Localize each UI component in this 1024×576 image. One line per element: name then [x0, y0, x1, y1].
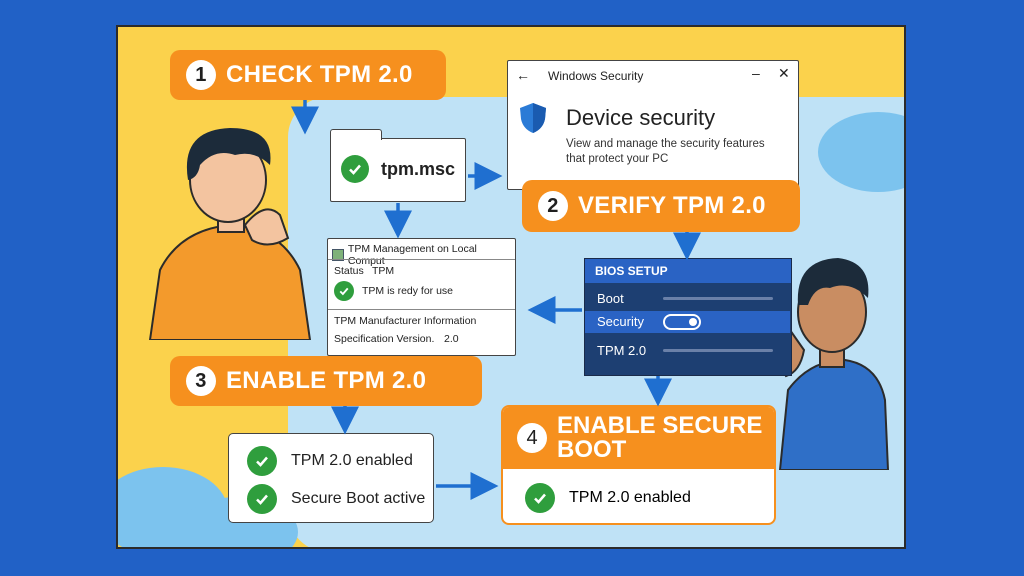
windows-security-window: ← Windows Security – ✕ Device security V…	[507, 60, 799, 190]
tpm-ready-text: TPM is redy for use	[362, 285, 454, 297]
check-icon	[247, 446, 277, 476]
step-number: 1	[186, 60, 216, 90]
check-icon	[525, 483, 555, 513]
shield-icon	[520, 103, 546, 133]
tpm-window-title: TPM Management on Local Comput	[347, 243, 477, 267]
window-title: Windows Security	[548, 69, 644, 83]
bios-item-security[interactable]: Security	[597, 314, 644, 329]
step-3-banner: 3 ENABLE TPM 2.0	[170, 356, 482, 406]
divider	[328, 309, 515, 310]
bios-item-boot[interactable]: Boot	[597, 291, 624, 306]
check-icon	[247, 484, 277, 514]
bios-item-tpm[interactable]: TPM 2.0	[597, 343, 647, 358]
bios-bar	[663, 349, 773, 352]
tpm-enabled-text: TPM 2.0 enabled	[291, 452, 413, 469]
step-number: 3	[186, 366, 216, 396]
check-icon	[334, 281, 354, 301]
step-2-banner: 2 VERIFY TPM 2.0	[522, 180, 800, 232]
back-arrow-icon[interactable]: ←	[516, 67, 530, 83]
toggle-switch-icon[interactable]	[663, 314, 701, 330]
spec-version-label: Specification Version.	[334, 333, 435, 345]
bios-security-highlight[interactable]	[585, 311, 790, 333]
device-security-description: View and manage the security features th…	[566, 138, 765, 165]
result-card-left: TPM 2.0 enabled Secure Boot active	[228, 433, 434, 523]
tpm-management-window: TPM Management on Local Comput Status TP…	[327, 238, 516, 356]
tpm-msc-card[interactable]: tpm.msc	[330, 129, 466, 202]
step-1-banner: 1 CHECK TPM 2.0	[170, 50, 446, 100]
status-value: TPM	[372, 265, 395, 277]
step-4-card: 4 ENABLE SECURE BOOT TPM 2.0 enabled	[501, 405, 776, 525]
step-label: VERIFY TPM 2.0	[578, 192, 766, 219]
step-label: ENABLE TPM 2.0	[226, 367, 427, 394]
bios-setup-panel: BIOS SETUP Boot Security TPM 2.0	[584, 258, 792, 376]
tpm-enabled-text: TPM 2.0 enabled	[569, 489, 691, 506]
step-number: 4	[517, 423, 547, 453]
minimize-icon[interactable]: –	[752, 65, 760, 81]
tpm-app-icon	[332, 249, 344, 261]
step-number: 2	[538, 191, 568, 221]
person-left-illustration	[148, 128, 312, 340]
manufacturer-label: TPM Manufacturer Information	[334, 315, 477, 327]
divider	[328, 259, 515, 260]
status-label: Status	[334, 265, 364, 277]
folder-tab	[330, 129, 382, 140]
person-right-illustration	[774, 258, 890, 470]
bios-bar	[663, 297, 773, 300]
spec-version-value: 2.0	[444, 333, 459, 345]
check-icon	[341, 155, 369, 183]
close-icon[interactable]: ✕	[778, 65, 790, 81]
tpm-msc-label: tpm.msc	[381, 158, 456, 179]
step-4-banner: 4 ENABLE SECURE BOOT	[503, 407, 774, 469]
bios-header: BIOS SETUP	[585, 259, 791, 283]
step-label: ENABLE SECURE BOOT	[557, 412, 763, 463]
cloud-decoration	[818, 112, 904, 192]
step-label: CHECK TPM 2.0	[226, 61, 413, 88]
secure-boot-active-text: Secure Boot active	[291, 490, 426, 507]
device-security-heading: Device security	[566, 105, 716, 130]
